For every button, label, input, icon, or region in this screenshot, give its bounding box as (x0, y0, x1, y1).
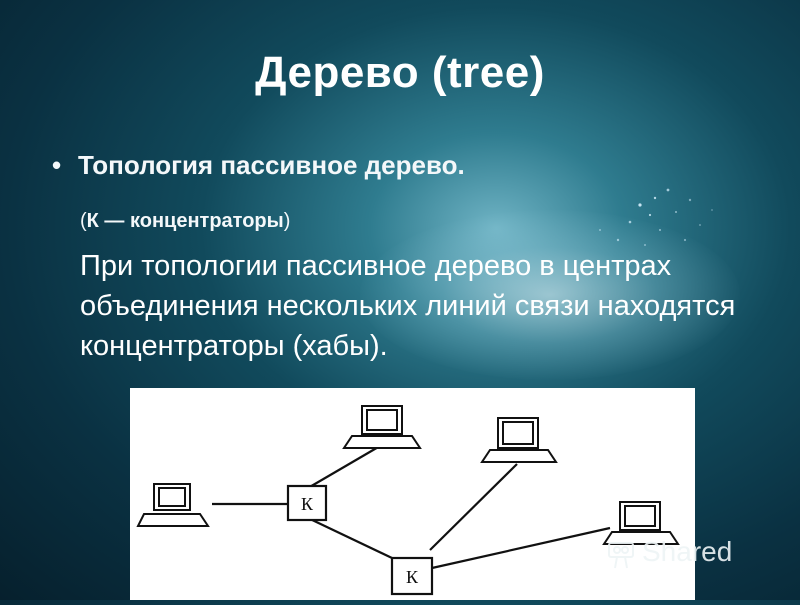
slide-title: Дерево (tree) (255, 48, 545, 97)
link-hub-left-pc-top (307, 445, 381, 489)
note-close-paren: ) (283, 210, 291, 232)
slideshare-icon (608, 542, 634, 569)
computer-icon-right (480, 417, 558, 463)
link-hub-bottom-pc-far-right (431, 526, 611, 570)
link-hub-left-hub-bottom (307, 517, 393, 559)
computer-icon-top (342, 405, 422, 449)
computer-icon-far-right (602, 501, 680, 545)
hub-note: (К — концентраторы) (80, 210, 290, 233)
link-hub-bottom-pc-right (429, 463, 518, 551)
diagram-canvas: К К (136, 405, 680, 596)
background-glow (360, 210, 740, 380)
bullet-dot: • (52, 150, 62, 180)
tree-topology-diagram: К К (130, 388, 695, 600)
note-open-paren: ( (80, 210, 87, 232)
watermark-text: Shared (642, 536, 733, 567)
hub-bottom-label: К (406, 567, 419, 587)
computer-icon-left (136, 483, 210, 527)
hub-left: К (286, 484, 328, 522)
note-bold-text: К — концентраторы (86, 210, 284, 232)
description-paragraph: При топологии пассивное дерево в центрах… (80, 250, 736, 362)
bullet-item: • Топология пассивное дерево. (52, 150, 465, 181)
hub-bottom: К (390, 556, 434, 596)
hub-left-label: К (301, 494, 314, 514)
bullet-text: Топология пассивное дерево. (78, 150, 465, 180)
watermark: Shared (606, 536, 733, 569)
